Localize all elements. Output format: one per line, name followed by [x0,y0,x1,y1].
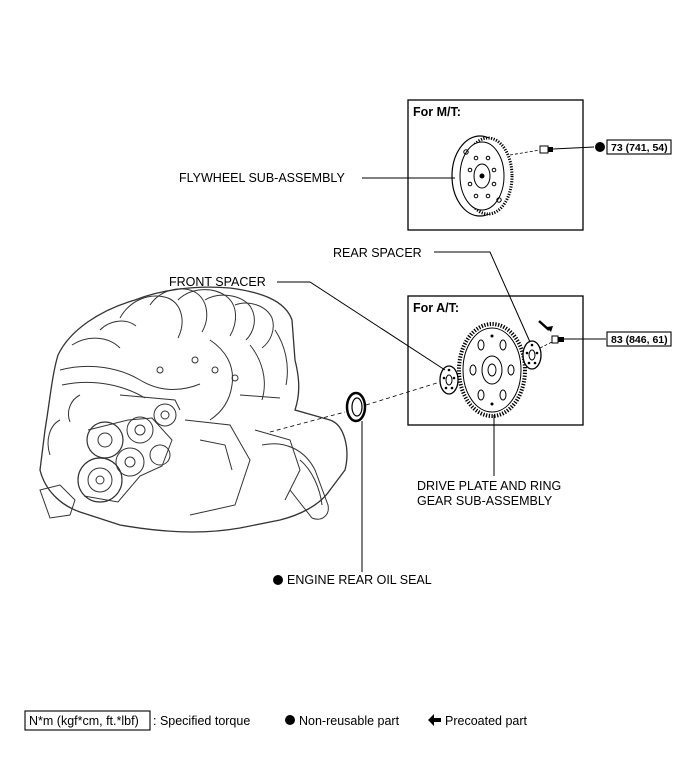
legend-precoated: Precoated part [445,714,528,728]
legend: N*m (kgf*cm, ft.*lbf) : Specified torque… [24,710,528,731]
legend-non-reusable: Non-reusable part [299,714,400,728]
engine-drawing [39,286,348,533]
rear-spacer-drawing [522,340,542,370]
assembly-axis-line [269,411,346,433]
at-box-title: For A/T: [413,301,459,315]
front-spacer-drawing [439,365,459,395]
mt-bolt-drawing [509,145,595,156]
drive-plate-label-line2: GEAR SUB-ASSEMBLY [417,494,553,508]
rear-spacer-label: REAR SPACER [333,246,422,260]
drive-plate-label-line1: DRIVE PLATE AND RING [417,479,561,493]
drive-plate-drawing [457,322,527,418]
flywheel-drawing [451,135,514,217]
oil-seal-label: ENGINE REAR OIL SEAL [287,573,432,587]
front-spacer-leader [277,281,446,371]
front-spacer-label: FRONT SPACER [169,275,266,289]
mt-box-title: For M/T: [413,105,461,119]
non-reusable-icon [273,575,283,585]
legend-torque-desc: : Specified torque [153,714,250,728]
filled-circle-icon [285,715,295,725]
oil-seal-drawing [345,391,367,423]
mt-box: For M/T: 73 (741, 54 [407,99,672,231]
non-reusable-icon [595,142,605,152]
at-torque-box [606,331,672,347]
flywheel-label: FLYWHEEL SUB-ASSEMBLY [179,171,345,185]
at-torque-value: 83 (846, 61) [611,334,668,346]
rear-spacer-leader [434,251,531,343]
at-bolt-drawing [538,320,606,349]
legend-torque-box [24,710,151,731]
mt-torque-box [606,139,672,155]
assembly-axis-line [365,381,441,406]
arrow-left-icon [428,714,441,726]
mt-torque-value: 73 (741, 54) [611,142,668,154]
at-box: For A/T: [407,295,672,426]
legend-torque-unit: N*m (kgf*cm, ft.*lbf) [29,714,139,728]
